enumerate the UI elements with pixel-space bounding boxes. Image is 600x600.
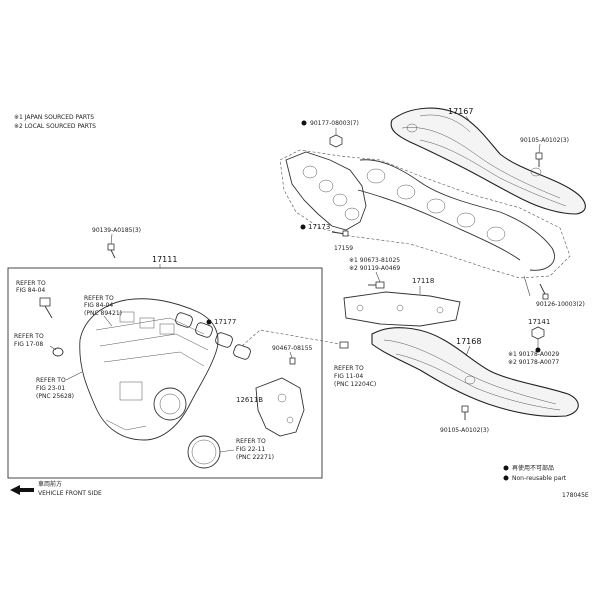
label-90105-bottom: 90105-A0102(3) <box>440 427 489 434</box>
front-arrow-icon <box>10 485 34 495</box>
svg-text:FIG 22-11: FIG 22-11 <box>236 446 265 453</box>
hose-connector[interactable] <box>339 341 349 349</box>
o-ring-part[interactable] <box>52 347 64 357</box>
nonreusable-marker <box>206 319 212 325</box>
bolt-90673[interactable] <box>368 281 385 289</box>
intake-gasket-17177[interactable] <box>174 312 251 361</box>
label-90105-top: 90105-A0102(3) <box>520 137 569 144</box>
label-17177: 17177 <box>214 318 236 326</box>
heat-shield-upper[interactable] <box>390 107 586 215</box>
legend-nonreusable-jp: 再使用不可部品 <box>512 464 554 472</box>
legend-solid-dot-en <box>503 475 509 481</box>
label-90178-1: ※1 90178-A0029 <box>508 351 559 358</box>
svg-text:(PNC 12204C): (PNC 12204C) <box>334 381 376 388</box>
svg-text:FIG 11-04: FIG 11-04 <box>334 373 363 380</box>
label-12611b: 12611B <box>236 396 263 404</box>
refer-fig-17-08[interactable]: REFER TO FIG 17-08 <box>14 333 44 348</box>
bolt-90105-top[interactable] <box>535 152 543 167</box>
nonreusable-marker <box>535 347 541 353</box>
svg-text:REFER TO: REFER TO <box>236 438 266 445</box>
svg-text:REFER TO: REFER TO <box>84 295 114 302</box>
stud-90126[interactable] <box>539 283 549 300</box>
bracket-17118[interactable] <box>343 291 461 327</box>
sensor-part[interactable] <box>39 297 53 319</box>
label-90126: 90126-10003(2) <box>536 301 585 308</box>
nut-90177[interactable] <box>329 134 343 148</box>
svg-text:FIG 17-08: FIG 17-08 <box>14 341 43 348</box>
intake-manifold-17111[interactable] <box>79 298 219 441</box>
svg-text:REFER TO: REFER TO <box>16 280 46 287</box>
throttle-gasket-ring[interactable] <box>187 435 221 469</box>
svg-text:(PNC 22271): (PNC 22271) <box>236 454 274 461</box>
note-local-sourced: ※2 LOCAL SOURCED PARTS <box>14 123 96 130</box>
svg-text:REFER TO: REFER TO <box>14 333 44 340</box>
refer-fig-84-04-a[interactable]: REFER TO FIG 84-04 <box>16 280 46 294</box>
clip-90467[interactable] <box>289 357 296 365</box>
refer-fig-11-04[interactable]: REFER TO FIG 11-04 (PNC 12204C) <box>334 365 376 388</box>
bolt-90139[interactable] <box>107 243 116 259</box>
svg-text:REFER TO: REFER TO <box>334 365 364 372</box>
nonreusable-marker <box>300 224 306 230</box>
svg-text:FIG 23-01: FIG 23-01 <box>36 385 65 392</box>
front-label-en: VEHICLE FRONT SIDE <box>38 490 102 497</box>
exhaust-gasket-17173[interactable] <box>285 151 367 231</box>
label-90139: 90139-A0185(3) <box>92 227 141 234</box>
nut-17141[interactable] <box>531 326 545 340</box>
svg-text:(PNC 89421): (PNC 89421) <box>84 310 122 317</box>
label-17168: 17168 <box>456 337 481 346</box>
label-17118: 17118 <box>412 277 434 285</box>
label-90673: ※1 90673-81025 <box>349 257 400 264</box>
svg-text:(PNC 25628): (PNC 25628) <box>36 393 74 400</box>
label-290119: ※2 90119-A0469 <box>349 265 400 272</box>
nonreusable-marker <box>301 120 307 126</box>
legend-nonreusable-en: Non-reusable part <box>512 475 567 482</box>
stud-17159[interactable] <box>331 230 349 237</box>
svg-text:REFER TO: REFER TO <box>36 377 66 384</box>
diagram-id: 178045E <box>562 492 589 499</box>
refer-fig-22-11[interactable]: REFER TO FIG 22-11 (PNC 22271) <box>236 438 274 461</box>
refer-fig-84-04-b[interactable]: REFER TO FIG 84-04 (PNC 89421) <box>84 295 122 317</box>
label-17111: 17111 <box>152 255 177 264</box>
label-17173: 17173 <box>308 223 330 231</box>
svg-text:FIG 84-04: FIG 84-04 <box>16 287 45 294</box>
bracket-12611b[interactable] <box>255 377 305 437</box>
refer-fig-23-01[interactable]: REFER TO FIG 23-01 (PNC 25628) <box>36 377 74 400</box>
label-90467: 90467-08155 <box>272 345 313 352</box>
intake-group-frame <box>7 267 323 479</box>
label-17167: 17167 <box>448 107 473 116</box>
label-90177: 90177-08003(7) <box>310 120 359 127</box>
label-17159: 17159 <box>334 245 353 252</box>
bolt-90105-bottom[interactable] <box>461 405 469 420</box>
exhaust-manifold[interactable] <box>279 149 571 279</box>
legend-solid-dot <box>503 465 509 471</box>
label-90178-2: ※2 90178-A0077 <box>508 359 559 366</box>
heat-shield-lower[interactable] <box>371 327 579 417</box>
label-17141: 17141 <box>528 318 550 326</box>
note-japan-sourced: ※1 JAPAN SOURCED PARTS <box>14 114 94 121</box>
svg-text:FIG 84-04: FIG 84-04 <box>84 302 113 309</box>
front-label-jp: 車両前方 <box>38 480 62 488</box>
